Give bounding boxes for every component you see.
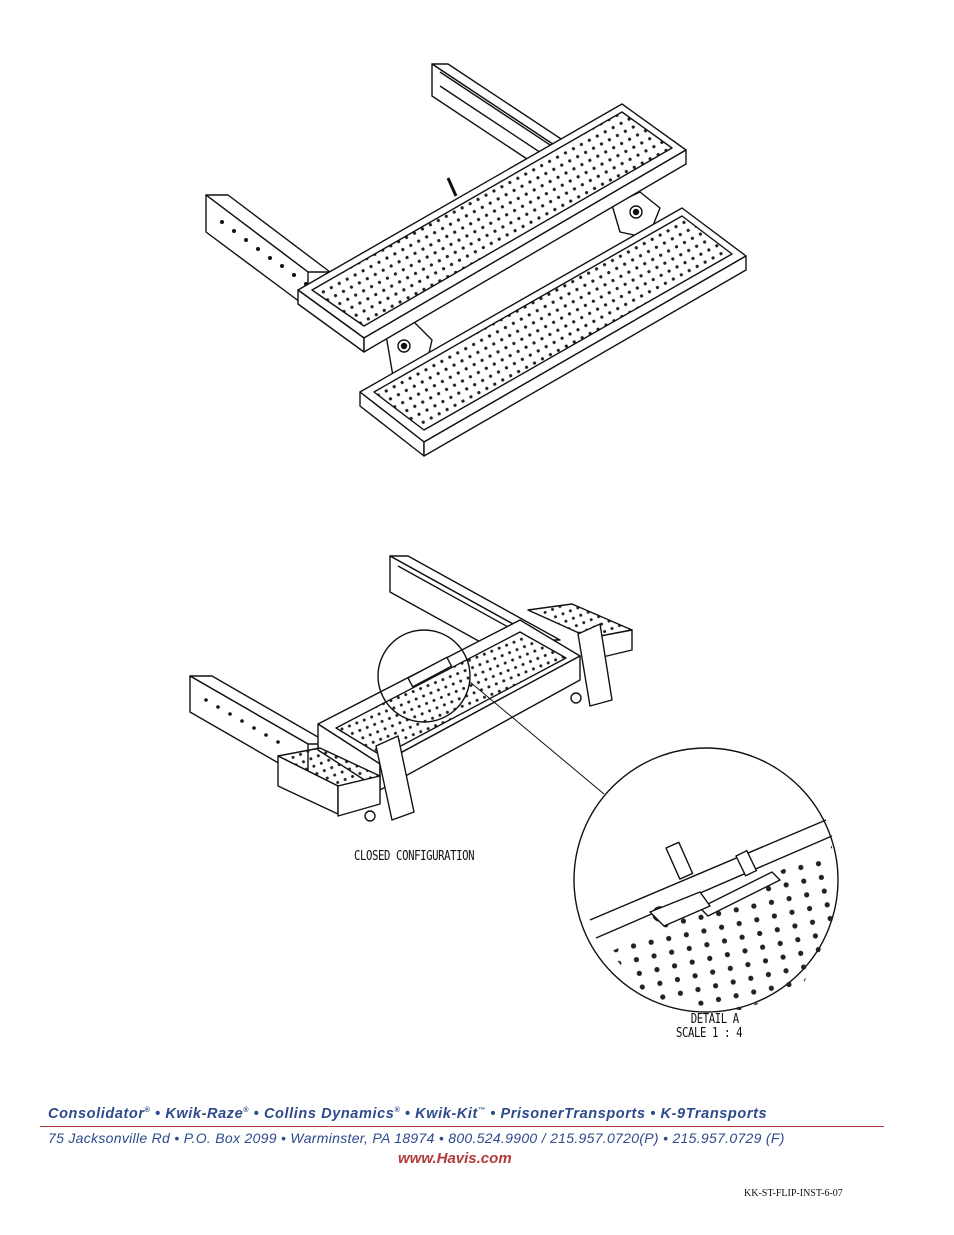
brand-name: Kwik-Kit bbox=[415, 1106, 478, 1122]
trademark-mark: ® bbox=[144, 1107, 151, 1115]
brand-name: Consolidator bbox=[48, 1106, 145, 1122]
tube-holes bbox=[220, 220, 308, 286]
brand-name: K-9Transports bbox=[660, 1106, 768, 1122]
detail-title: DETAIL A bbox=[690, 1012, 739, 1027]
trademark-mark: ™ bbox=[477, 1107, 486, 1115]
footer-divider bbox=[40, 1126, 884, 1127]
closed-configuration-drawing bbox=[189, 555, 839, 1013]
open-step-drawing bbox=[205, 63, 747, 457]
brand-name: Collins Dynamics bbox=[263, 1106, 395, 1122]
trademark-mark: ® bbox=[394, 1107, 401, 1115]
trademark-mark: ® bbox=[243, 1107, 250, 1115]
detail-scale: SCALE 1 : 4 bbox=[676, 1026, 743, 1041]
closed-configuration-label: CLOSED CONFIGURATION bbox=[354, 849, 475, 864]
document-code: KK-ST-FLIP-INST-6-07 bbox=[744, 1188, 843, 1199]
brand-name: Kwik-Raze bbox=[165, 1106, 244, 1122]
brand-name: PrisonerTransports bbox=[500, 1106, 646, 1122]
company-address: 75 Jacksonville Rd • P.O. Box 2099 • War… bbox=[48, 1130, 785, 1146]
website-link[interactable]: www.Havis.com bbox=[398, 1150, 512, 1167]
brand-line: Consolidator® • Kwik-Raze® • Collins Dyn… bbox=[48, 1106, 768, 1122]
detail-a-label: DETAIL A SCALE 1 : 4 bbox=[676, 1013, 742, 1041]
